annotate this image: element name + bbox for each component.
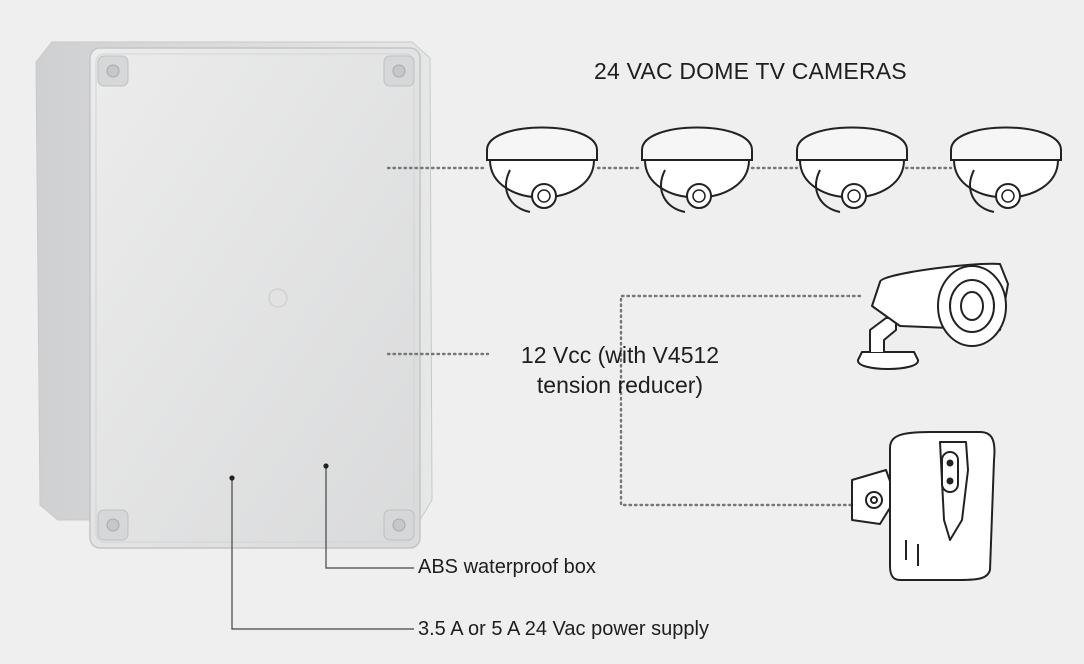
compact-camera-icon <box>851 431 996 581</box>
dome-camera-icon <box>950 126 1062 213</box>
vcc-label-line1: 12 Vcc (with V4512 <box>520 342 720 368</box>
power-supply-label: 3.5 A or 5 A 24 Vac power supply <box>418 618 709 640</box>
leader-lines <box>231 466 414 630</box>
anchor-dot <box>229 475 235 481</box>
anchor-dot <box>323 463 329 469</box>
enclosure-box-icon <box>35 41 433 549</box>
cameras-title: 24 VAC DOME TV CAMERAS <box>594 58 907 84</box>
vcc-label-line2: tension reducer) <box>536 372 704 398</box>
connection-lines <box>386 166 953 507</box>
box-label: ABS waterproof box <box>418 556 596 578</box>
screw-icon <box>97 55 129 87</box>
screw-icon <box>383 55 415 87</box>
screw-icon <box>383 509 415 541</box>
bullet-camera-icon <box>857 262 1009 370</box>
logo-mark-icon <box>268 288 288 308</box>
screw-icon <box>97 509 129 541</box>
dome-camera-icon <box>641 126 753 213</box>
dome-camera-icon <box>796 126 908 213</box>
vcc-label: 12 Vcc (with V4512 tension reducer) <box>498 340 742 400</box>
dome-camera-icon <box>486 126 598 213</box>
